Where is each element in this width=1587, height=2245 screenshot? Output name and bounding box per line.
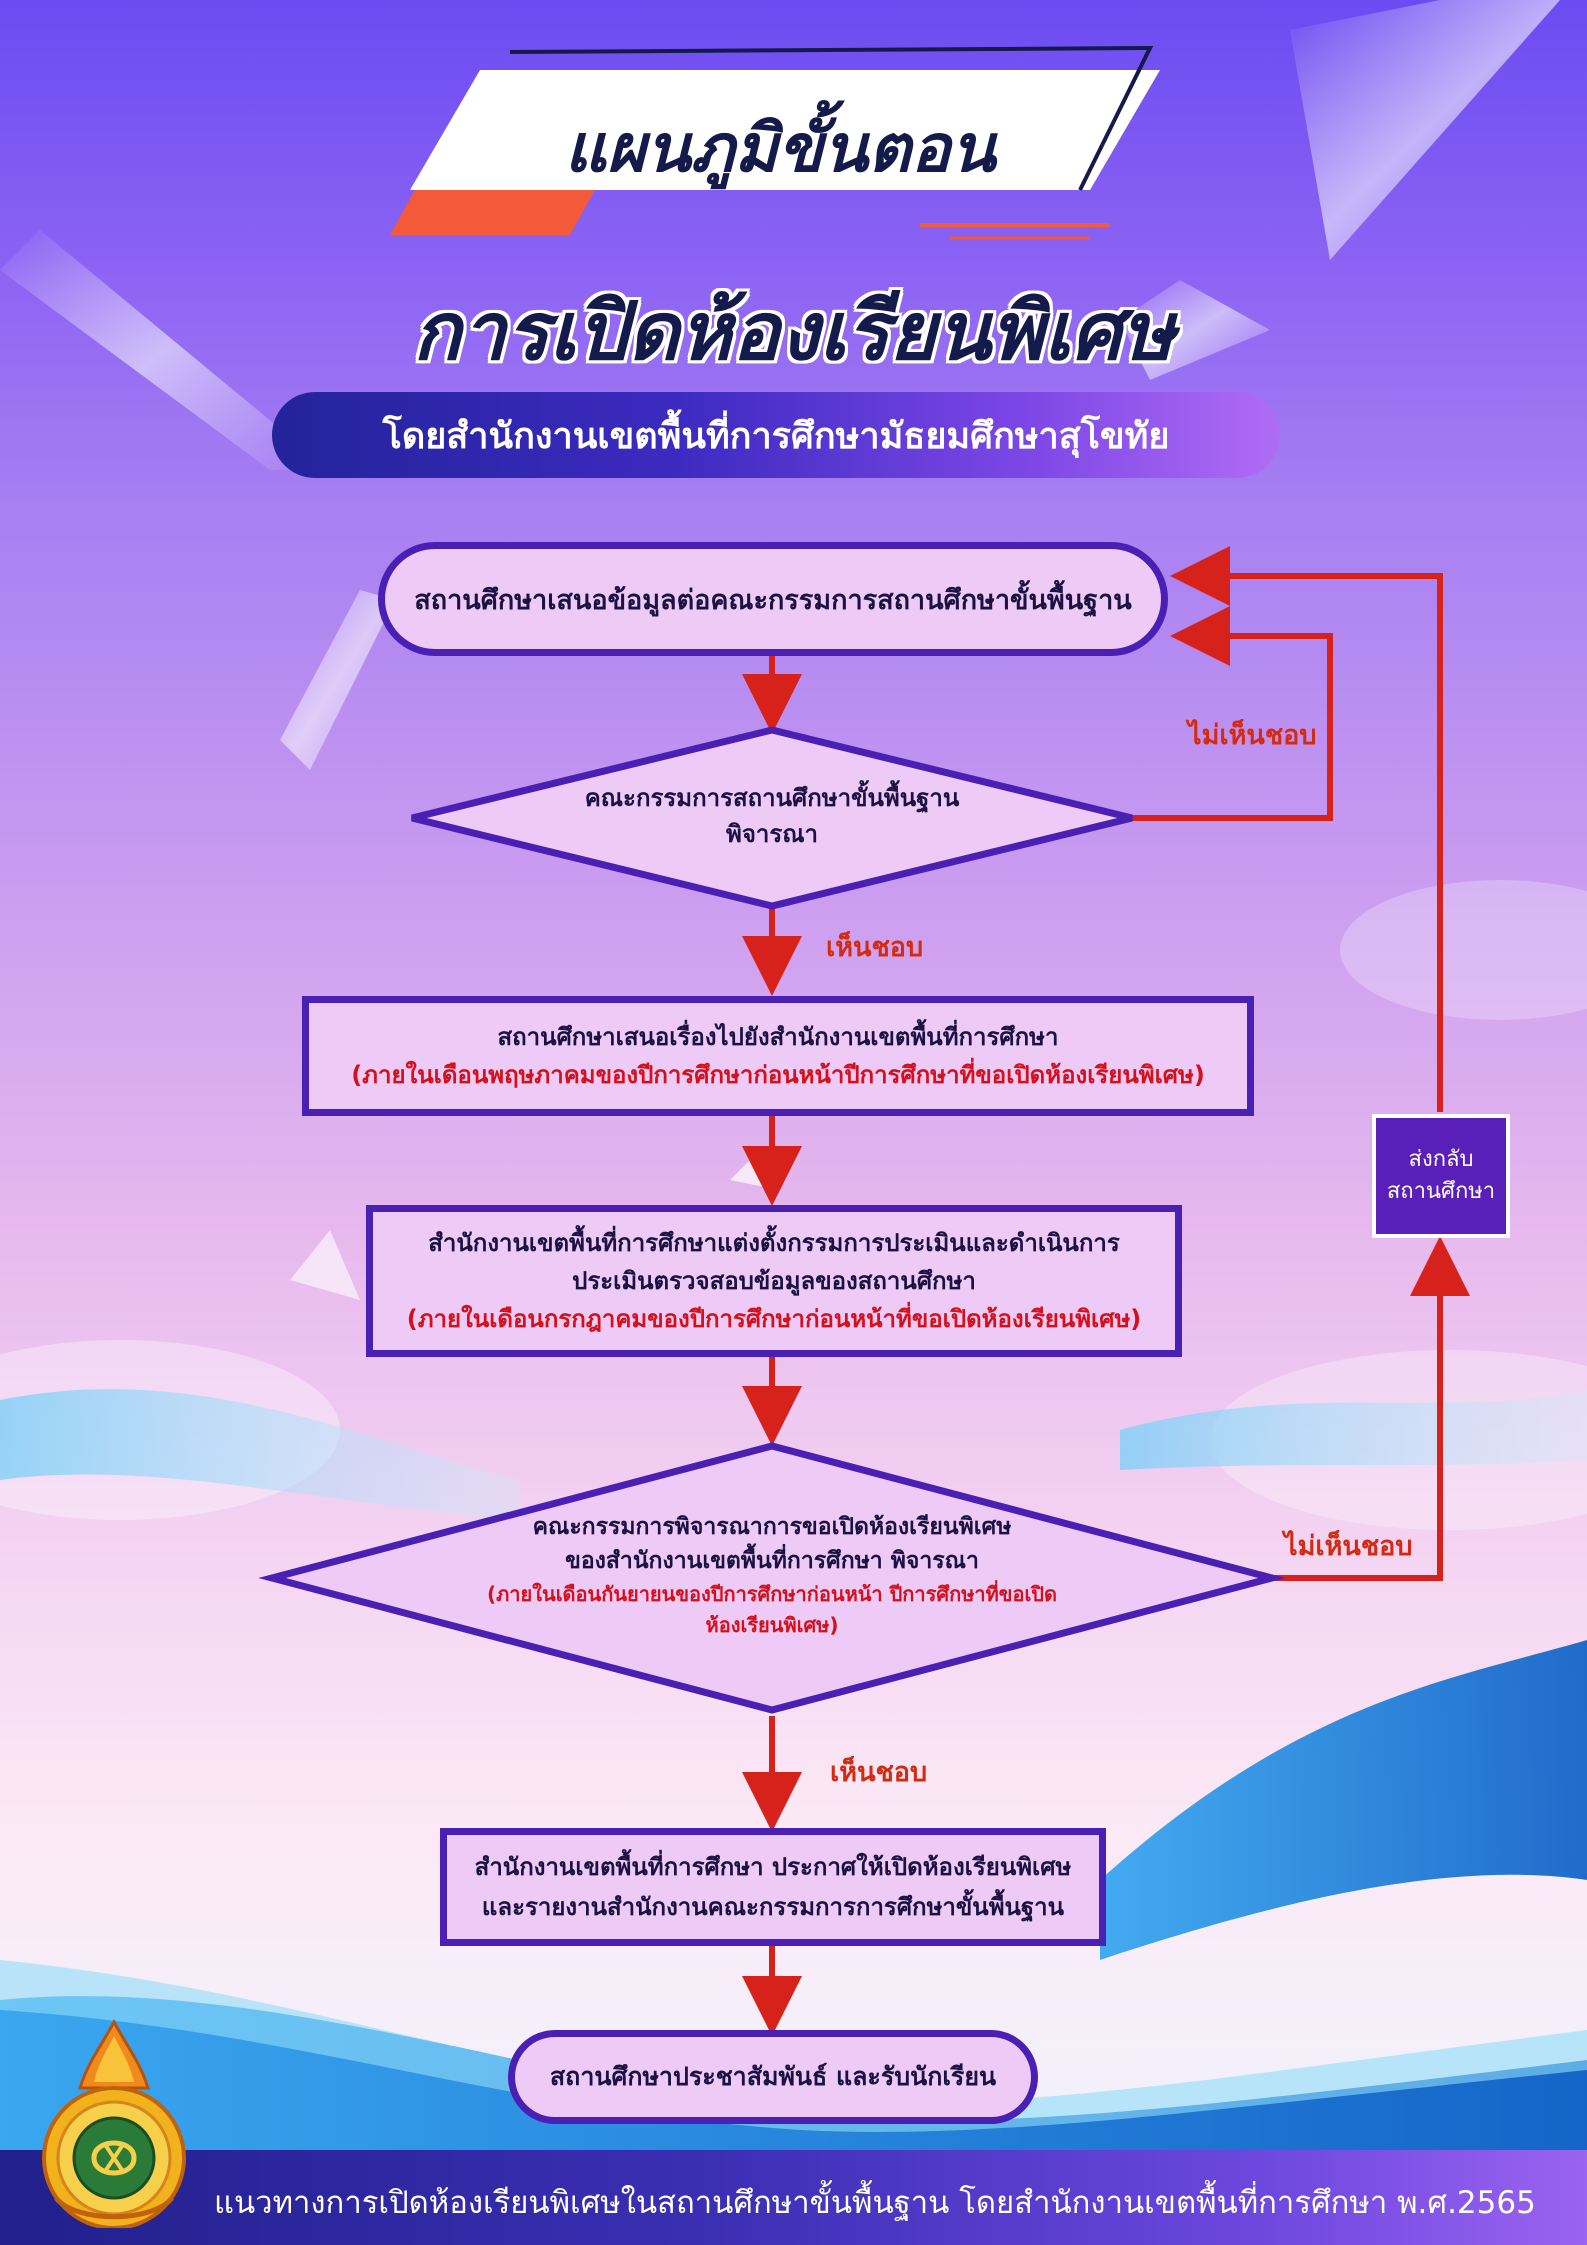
- arrow-return-to-step1: [1170, 546, 1443, 1112]
- decision1-text: คณะกรรมการสถานศึกษาขั้นพื้นฐาน พิจารณา: [520, 780, 1024, 852]
- wave: [0, 1960, 1587, 2132]
- obec-emblem-icon: [42, 2018, 186, 2228]
- arrow-decision2-to-return: [1265, 1236, 1470, 1581]
- step2-line1: สถานศึกษาเสนอเรื่องไปยังสำนักงานเขตพื้นท…: [497, 1023, 1059, 1051]
- return-line2: สถานศึกษา: [1386, 1179, 1496, 1204]
- title-outline: [509, 45, 1154, 191]
- decision2-diamond: [258, 1442, 1286, 1714]
- label-approve-1: เห็นชอบ: [826, 932, 924, 963]
- step1-text: สถานศึกษาเสนอข้อมูลต่อคณะกรรมการสถานศึกษ…: [414, 584, 1132, 616]
- ice-shard: [290, 1230, 360, 1300]
- flow-step-3: สำนักงานเขตพื้นที่การศึกษาแต่งตั้งกรรมกา…: [366, 1205, 1182, 1357]
- page-subtitle: โดยสำนักงานเขตพื้นที่การศึกษามัธยมศึกษาส…: [272, 392, 1280, 478]
- flow-step-4: สำนักงานเขตพื้นที่การศึกษา ประกาศให้เปิด…: [440, 1828, 1106, 1946]
- return-to-school-box: ส่งกลับ สถานศึกษา: [1372, 1114, 1510, 1238]
- title-banner: [390, 45, 1160, 240]
- decision2-line2: ของสำนักงานเขตพื้นที่การศึกษา พิจารณา: [565, 1548, 979, 1574]
- light-streak: [1290, 0, 1560, 260]
- step3-line1: สำนักงานเขตพื้นที่การศึกษาแต่งตั้งกรรมกา…: [428, 1229, 1120, 1257]
- light-streak: [1120, 280, 1270, 380]
- page-title: แผนภูมิขั้นตอน: [564, 110, 996, 187]
- return-line1: ส่งกลับ: [1408, 1147, 1474, 1172]
- light-streak: [0, 230, 330, 470]
- label-disapprove-1: ไม่เห็นชอบ: [1188, 720, 1317, 751]
- wave: [1120, 1390, 1587, 1470]
- footer-text: แนวทางการเปิดห้องเรียนพิเศษในสถานศึกษาขั…: [214, 2185, 1536, 2221]
- light-streak: [280, 590, 395, 770]
- label-approve-2: เห็นชอบ: [830, 1757, 928, 1788]
- step4-line2: และรายงานสำนักงานคณะกรรมการการศึกษาขั้นพ…: [481, 1893, 1065, 1921]
- label-disapprove-2: ไม่เห็นชอบ: [1284, 1531, 1413, 1562]
- decision2-line1: คณะกรรมการพิจารณาการขอเปิดห้องเรียนพิเศษ: [532, 1514, 1012, 1540]
- flow-step-1: สถานศึกษาเสนอข้อมูลต่อคณะกรรมการสถานศึกษ…: [378, 542, 1168, 656]
- wave: [1100, 1640, 1587, 1960]
- step2-note: (ภายในเดือนพฤษภาคมของปีการศึกษาก่อนหน้าป…: [351, 1061, 1205, 1089]
- decision1-line1: คณะกรรมการสถานศึกษาขั้นพื้นฐาน: [584, 784, 960, 812]
- step3-note: (ภายในเดือนกรกฎาคมของปีการศึกษาก่อนหน้าท…: [406, 1305, 1142, 1333]
- decision1-diamond: [411, 726, 1133, 910]
- decision2-note1: (ภายในเดือนกันยายนของปีการศึกษาก่อนหน้า …: [486, 1582, 1057, 1606]
- flow-step-5: สถานศึกษาประชาสัมพันธ์ และรับนักเรียน: [508, 2030, 1038, 2124]
- title-plate: [410, 70, 1160, 190]
- step3-line2: ประเมินตรวจสอบข้อมูลของสถานศึกษา: [572, 1267, 976, 1295]
- arrow-decision1-loopback: [1120, 606, 1333, 821]
- footer-bar: [0, 2150, 1587, 2245]
- wave: [0, 1389, 520, 1520]
- step5-text: สถานศึกษาประชาสัมพันธ์ และรับนักเรียน: [549, 2062, 997, 2091]
- page-title-main: การเปิดห้องเรียนพิเศษ: [412, 285, 1175, 378]
- decision1-line2: พิจารณา: [726, 820, 818, 848]
- subtitle-text: โดยสำนักงานเขตพื้นที่การศึกษามัธยมศึกษาส…: [382, 415, 1170, 457]
- step4-line1: สำนักงานเขตพื้นที่การศึกษา ประกาศให้เปิด…: [474, 1853, 1072, 1881]
- flow-step-2: สถานศึกษาเสนอเรื่องไปยังสำนักงานเขตพื้นท…: [302, 996, 1254, 1116]
- decision2-text: คณะกรรมการพิจารณาการขอเปิดห้องเรียนพิเศษ…: [420, 1510, 1124, 1640]
- decision2-note2: ห้องเรียนพิเศษ): [705, 1613, 839, 1637]
- cloud: [1340, 880, 1587, 1020]
